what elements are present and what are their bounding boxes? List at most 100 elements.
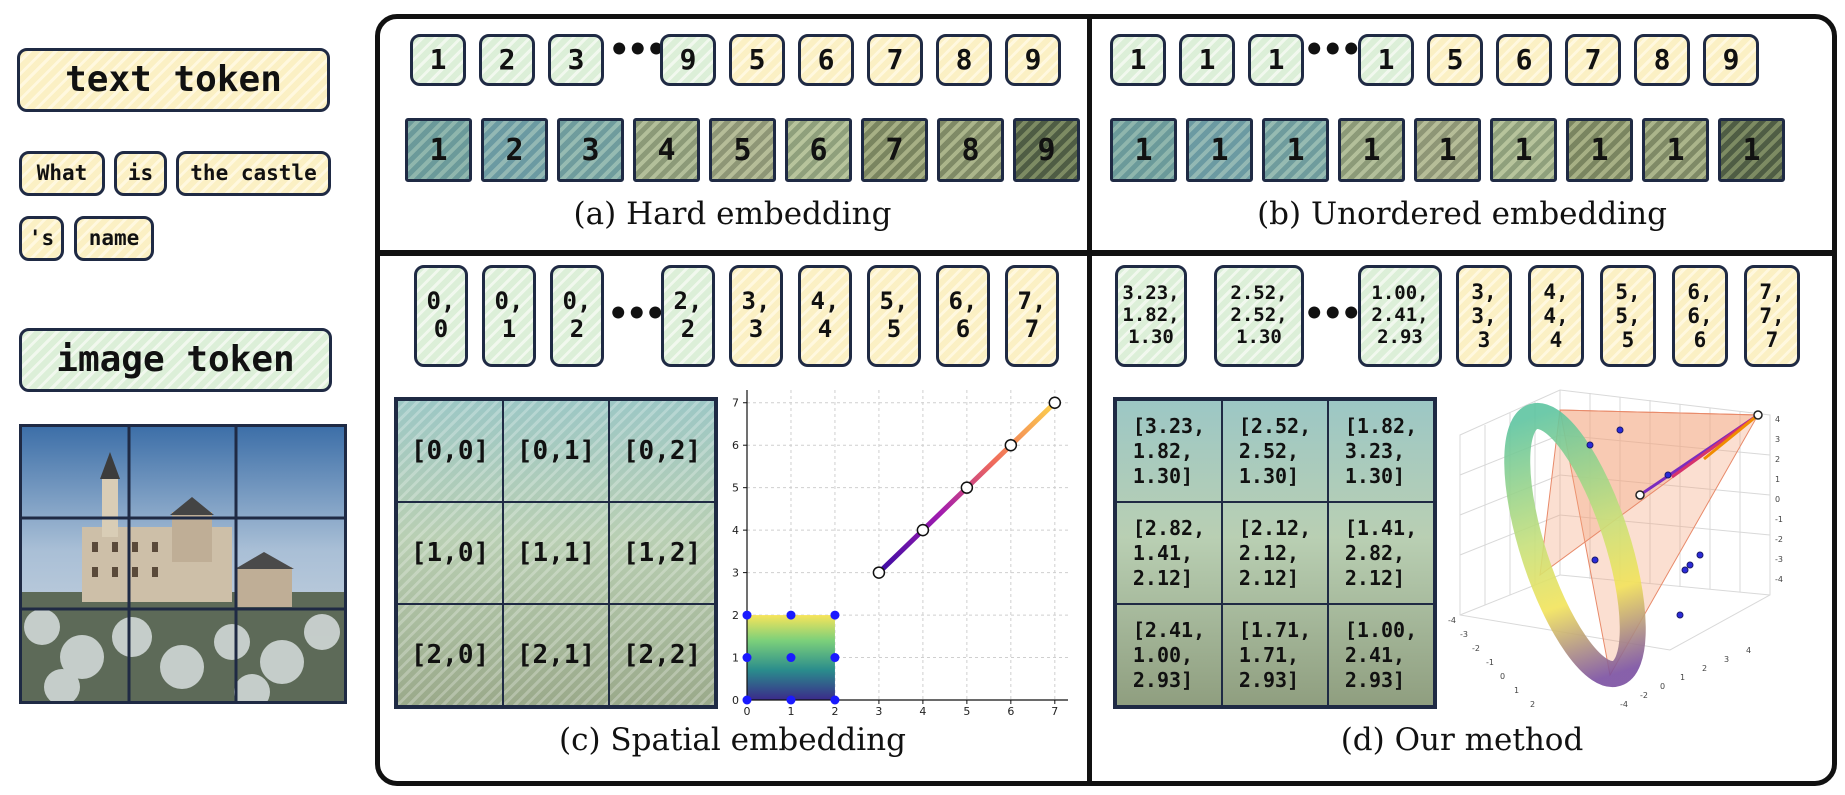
panel-d-token: 6, 6, 6 bbox=[1672, 265, 1728, 367]
text-word-is: is bbox=[114, 151, 167, 196]
panel-a-token: 5 bbox=[729, 34, 785, 86]
panel-d-token: 5, 5, 5 bbox=[1600, 265, 1656, 367]
axis-tick: -3 bbox=[1775, 555, 1783, 564]
grid-cell: [2.12, 2.12, 2.12] bbox=[1222, 502, 1328, 604]
panel-a-patch: 1 bbox=[405, 118, 472, 182]
x-tick-label: 0 bbox=[744, 705, 751, 718]
axis-tick: -4 bbox=[1775, 575, 1783, 584]
grid-cell: [0,1] bbox=[503, 400, 609, 502]
y-tick-label: 1 bbox=[732, 652, 739, 665]
panel-a-patch: 9 bbox=[1013, 118, 1080, 182]
grid-cell: [2.82, 1.41, 2.12] bbox=[1116, 502, 1222, 604]
axis-tick: 3 bbox=[1724, 655, 1729, 664]
panel-a-patch: 3 bbox=[557, 118, 624, 182]
y-tick-label: 0 bbox=[732, 694, 739, 707]
text-point bbox=[916, 523, 930, 537]
y-tick-label: 6 bbox=[732, 439, 739, 452]
image-point bbox=[742, 653, 752, 663]
grid-cell: [2,0] bbox=[397, 604, 503, 706]
panel-d-token: 2.52, 2.52, 1.30 bbox=[1214, 265, 1304, 367]
panel-b-patch: 1 bbox=[1490, 118, 1557, 182]
grid-cell: [1.82, 3.23, 1.30] bbox=[1328, 400, 1434, 502]
grid-cell: [2.52, 2.52, 1.30] bbox=[1222, 400, 1328, 502]
ellipsis: ••• bbox=[608, 294, 665, 334]
panel-b-token: 7 bbox=[1565, 34, 1621, 86]
panel-a-token: 6 bbox=[798, 34, 854, 86]
panel-b-patch: 1 bbox=[1642, 118, 1709, 182]
x-tick-label: 5 bbox=[963, 705, 970, 718]
grid-cell: [1.00, 2.41, 2.93] bbox=[1328, 604, 1434, 706]
image-point bbox=[742, 610, 752, 620]
panel-b-token: 8 bbox=[1634, 34, 1690, 86]
panel-a-patch: 4 bbox=[633, 118, 700, 182]
ellipsis: ••• bbox=[1304, 30, 1361, 70]
grid-cell: [3.23, 1.82, 1.30] bbox=[1116, 400, 1222, 502]
panel-d-token: 3.23, 1.82, 1.30 bbox=[1115, 265, 1187, 367]
panel-c-token: 0, 2 bbox=[550, 265, 604, 367]
panel-b-patch: 1 bbox=[1566, 118, 1633, 182]
axis-tick: 2 bbox=[1530, 700, 1535, 709]
grid-cell: [2,1] bbox=[503, 604, 609, 706]
panel-d-token: 4, 4, 4 bbox=[1528, 265, 1584, 367]
image-point bbox=[830, 653, 840, 663]
panel-b-patch: 1 bbox=[1186, 118, 1253, 182]
x-tick-label: 2 bbox=[831, 705, 838, 718]
image-point bbox=[742, 695, 752, 705]
axis-tick: -2 bbox=[1640, 691, 1648, 700]
panel-a-token: 3 bbox=[548, 34, 604, 86]
axis-tick: 1 bbox=[1775, 475, 1780, 484]
image-point bbox=[786, 653, 796, 663]
panel-c-token: 7, 7 bbox=[1005, 265, 1059, 367]
axis-tick: -1 bbox=[1486, 658, 1494, 667]
grid-cell: [1,0] bbox=[397, 502, 503, 604]
text-point bbox=[872, 566, 886, 579]
grid-cell: [0,2] bbox=[609, 400, 715, 502]
panel-b-token: 9 bbox=[1703, 34, 1759, 86]
panel-a-patch: 2 bbox=[481, 118, 548, 182]
panel-a-patch: 8 bbox=[937, 118, 1004, 182]
panel-c-token: 2, 2 bbox=[661, 265, 715, 367]
panel-a-patch: 6 bbox=[785, 118, 852, 182]
panel-d-token: 1.00, 2.41, 2.93 bbox=[1358, 265, 1442, 367]
panel-d-caption: (d) Our method bbox=[1340, 722, 1584, 758]
panel-d-3d-plot: 4 3 2 1 0 -1 -2 -3 -4 -4 -3 -2 -1 0 1 2 … bbox=[1448, 389, 1783, 709]
horizontal-divider bbox=[377, 250, 1835, 256]
panel-c-caption: (c) Spatial embedding bbox=[559, 722, 906, 758]
x-tick-label: 4 bbox=[919, 705, 926, 718]
ray-lines bbox=[1639, 413, 1759, 497]
panel-a-token: 1 bbox=[410, 34, 466, 86]
axis-tick: 3 bbox=[1775, 435, 1780, 444]
panel-b-token: 1 bbox=[1110, 34, 1166, 86]
panel-d-grid: [3.23, 1.82, 1.30] [2.52, 2.52, 1.30] [1… bbox=[1113, 397, 1437, 709]
panel-c-token: 4, 4 bbox=[798, 265, 852, 367]
y-tick-label: 4 bbox=[732, 524, 739, 537]
panel-a-token: 9 bbox=[1005, 34, 1061, 86]
vertical-divider bbox=[1087, 16, 1092, 784]
axis-tick: 2 bbox=[1775, 455, 1780, 464]
axis-tick: -3 bbox=[1460, 630, 1468, 639]
panel-a-token: 8 bbox=[936, 34, 992, 86]
axis-tick: 1 bbox=[1680, 673, 1685, 682]
axis-tick: -4 bbox=[1620, 700, 1628, 709]
text-word-the-castle: the castle bbox=[176, 151, 331, 196]
panel-b-token: 1 bbox=[1358, 34, 1414, 86]
panel-a-patch: 7 bbox=[861, 118, 928, 182]
text-point bbox=[1048, 396, 1062, 409]
axis-tick: -2 bbox=[1472, 644, 1480, 653]
grid-cell: [1.41, 2.82, 2.12] bbox=[1328, 502, 1434, 604]
grid-cell: [1.71, 1.71, 2.93] bbox=[1222, 604, 1328, 706]
text-point bbox=[1635, 490, 1645, 500]
main-panel-frame bbox=[375, 14, 1837, 786]
panel-c-token: 5, 5 bbox=[867, 265, 921, 367]
text-point bbox=[1004, 438, 1018, 452]
axis-tick: 0 bbox=[1660, 682, 1665, 691]
axis-tick: 4 bbox=[1775, 415, 1780, 424]
axis-tick: -2 bbox=[1775, 535, 1783, 544]
panel-b-patch: 1 bbox=[1718, 118, 1785, 182]
axis-tick: -4 bbox=[1448, 616, 1456, 625]
y-tick-label: 7 bbox=[732, 397, 739, 410]
panel-a-token: 9 bbox=[660, 34, 716, 86]
panel-b-token: 5 bbox=[1427, 34, 1483, 86]
panel-c-token: 6, 6 bbox=[936, 265, 990, 367]
grid-cell: [2.41, 1.00, 2.93] bbox=[1116, 604, 1222, 706]
